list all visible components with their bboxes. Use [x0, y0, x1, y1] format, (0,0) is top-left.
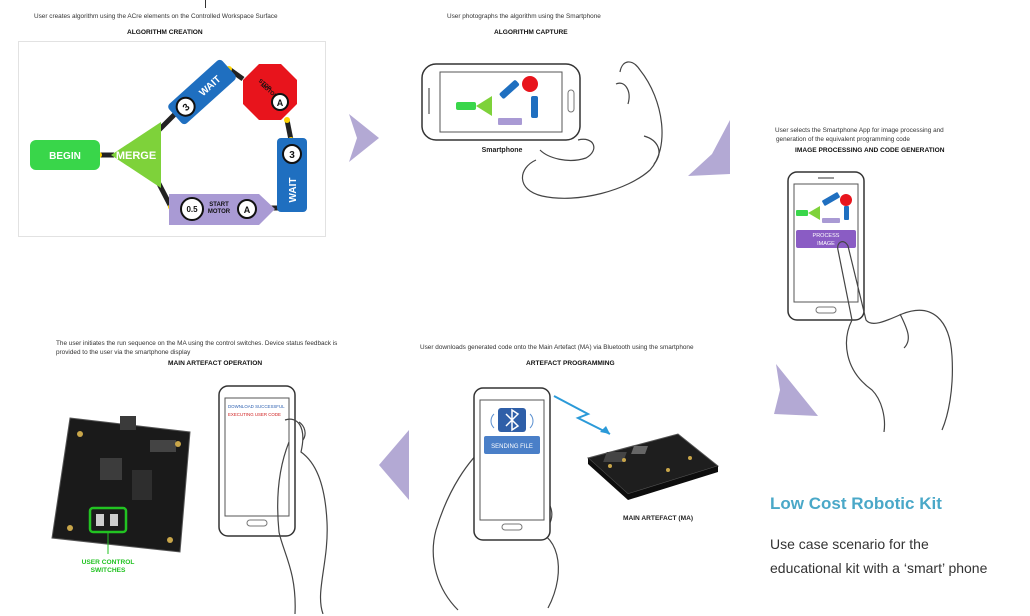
- stop-motor-block: STOP MOTOR A: [243, 64, 297, 120]
- step-5-heading: MAIN ARTEFACT OPERATION: [168, 360, 263, 367]
- step-2-heading: ALGORITHM CAPTURE: [494, 29, 568, 36]
- wait-2-value: 3: [289, 150, 295, 161]
- wait-block-2: 3 WAIT: [277, 138, 307, 212]
- top-divider: [205, 0, 206, 8]
- smartphone-label: Smartphone: [482, 147, 523, 154]
- flow-arrow-4: [379, 430, 409, 500]
- download-status: DOWNLOAD SUCCESSFUL: [228, 404, 285, 409]
- start-line-2: MOTOR: [208, 209, 231, 215]
- mini-start: [498, 118, 522, 125]
- sending-file-button[interactable]: [484, 436, 540, 454]
- step-3-heading: IMAGE PROCESSING AND CODE GENERATION: [795, 147, 945, 154]
- sending-file-label: SENDING FILE: [491, 444, 533, 450]
- flow-arrow-2: [688, 120, 730, 176]
- begin-block: BEGIN: [30, 140, 100, 170]
- user-control-label-2: SWITCHES: [91, 567, 126, 574]
- step-4-caption: User downloads generated code onto the M…: [420, 344, 694, 351]
- flow-arrow-1: [349, 114, 379, 162]
- mini-begin: [456, 102, 476, 110]
- wait-block-1: 3 WAIT: [168, 59, 236, 125]
- algorithm-diagram: BEGIN MERGE 3 WAIT STOP MOTOR A 3 WAIT: [30, 59, 307, 225]
- mini-merge: [476, 96, 492, 116]
- main-artefact-label: MAIN ARTEFACT (MA): [623, 515, 693, 522]
- start-port: A: [244, 205, 251, 215]
- summary-title: Low Cost Robotic Kit: [770, 494, 942, 513]
- hand-outline: [284, 418, 328, 614]
- bluetooth-signal-icon: [553, 395, 611, 435]
- process-image-button[interactable]: [796, 230, 856, 248]
- summary-description: Use case scenario for the educational ki…: [770, 536, 988, 576]
- programming-illustration: SENDING FILE MAIN ARTEFACT (MA): [432, 387, 720, 611]
- algorithm-panel: BEGIN MERGE 3 WAIT STOP MOTOR A 3 WAIT: [18, 41, 326, 237]
- hand-outline: [837, 241, 953, 431]
- hand-outline: [432, 443, 489, 611]
- executing-status: EXECUTING USER CODE: [228, 412, 281, 417]
- step-1-heading: ALGORITHM CREATION: [127, 29, 203, 36]
- step-4-heading: ARTEFACT PROGRAMMING: [526, 360, 615, 367]
- wait-2-label: WAIT: [288, 178, 299, 203]
- start-motor-block: 0.5 START MOTOR A: [169, 194, 275, 225]
- capture-illustration: Smartphone: [421, 61, 663, 199]
- merge-label: MERGE: [116, 150, 156, 162]
- main-artefact-illustration: USER CONTROL SWITCHES: [51, 416, 191, 574]
- step-3-caption-line-2: generation of the equivalent programming…: [776, 136, 910, 143]
- process-image-label-1: PROCESS: [813, 233, 840, 239]
- merge-block: MERGE: [111, 122, 161, 188]
- processing-illustration: PROCESS IMAGE: [787, 171, 953, 432]
- step-1-caption: User creates algorithm using the ACre el…: [34, 13, 278, 20]
- mini-wait-1: [499, 80, 520, 99]
- main-artefact-board: [586, 433, 720, 495]
- start-line-1: START: [209, 202, 229, 208]
- operation-illustration: DOWNLOAD SUCCESSFUL EXECUTING USER CODE: [218, 385, 328, 614]
- start-value: 0.5: [186, 205, 198, 214]
- step-5-caption-line-2: provided to the user via the smartphone …: [56, 349, 191, 356]
- step-5-caption-line-1: The user initiates the run sequence on t…: [56, 340, 338, 347]
- user-control-label-1: USER CONTROL: [82, 559, 135, 566]
- wait-1-value: 3: [181, 102, 193, 114]
- hand-outline: [521, 61, 663, 199]
- begin-label: BEGIN: [49, 151, 81, 162]
- step-2-caption: User photographs the algorithm using the…: [447, 13, 601, 20]
- step-3-caption-line-1: User selects the Smartphone App for imag…: [775, 127, 944, 134]
- mini-stop: [522, 76, 538, 92]
- process-image-label-2: IMAGE: [817, 241, 835, 247]
- flow-arrow-3: [774, 364, 818, 416]
- home-button: [567, 89, 575, 113]
- mini-wait-2: [531, 96, 538, 118]
- stop-port: A: [277, 98, 284, 108]
